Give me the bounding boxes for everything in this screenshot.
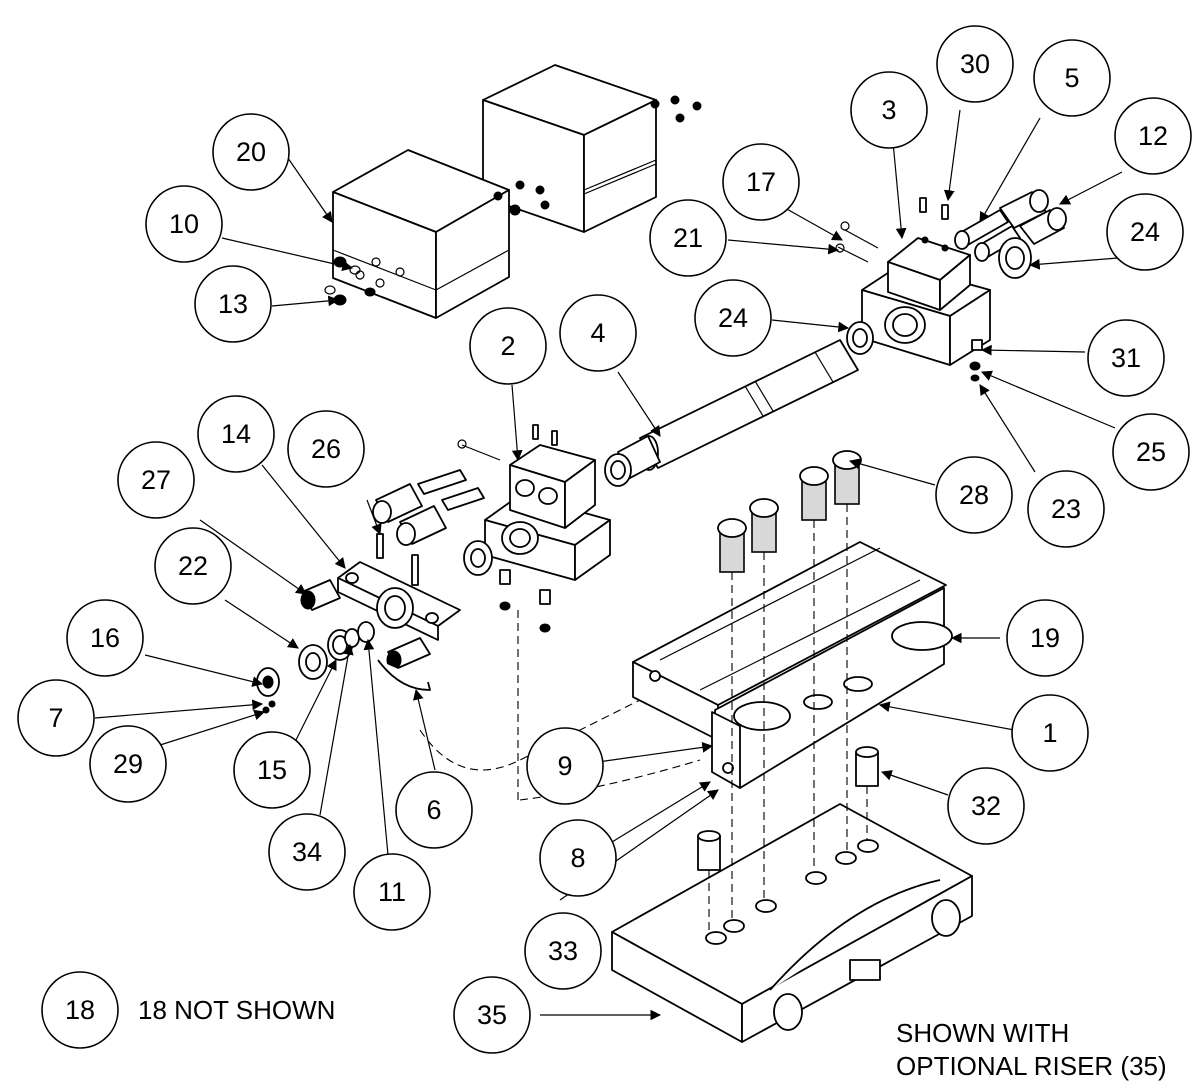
callout-27: 27 <box>117 441 195 519</box>
callout-27-label: 27 <box>141 465 171 495</box>
callout-30-label: 30 <box>960 49 990 79</box>
base-rail <box>632 541 953 789</box>
callout-31: 31 <box>1087 319 1165 397</box>
parts-drawing <box>256 64 1067 1043</box>
bearings-24 <box>846 237 1032 355</box>
bearing-block-left <box>484 424 611 633</box>
callout-29-label: 29 <box>113 749 143 779</box>
callout-33: 33 <box>524 912 602 990</box>
callout-12-label: 12 <box>1138 121 1168 151</box>
callout-16: 16 <box>66 599 144 677</box>
washers-nuts <box>256 621 431 714</box>
callout-16-label: 16 <box>90 623 120 653</box>
callout-8-label: 8 <box>570 843 585 873</box>
callout-bubbles: 1 2 3 4 5 6 7 8 9 10 11 12 13 14 15 16 1… <box>17 25 1192 1054</box>
callout-23: 23 <box>1027 470 1105 548</box>
callout-25: 25 <box>1112 413 1190 491</box>
callout-2: 2 <box>469 307 547 385</box>
callout-10: 10 <box>145 185 223 263</box>
screws-28 <box>717 450 862 573</box>
callout-28: 28 <box>935 456 1013 534</box>
callout-29: 29 <box>89 725 167 803</box>
bolts-left-block <box>372 439 501 576</box>
callout-32-label: 32 <box>971 791 1001 821</box>
callout-35-label: 35 <box>477 1000 507 1030</box>
pins-17-21 <box>835 221 879 263</box>
callout-7: 7 <box>17 679 95 757</box>
callout-24b: 24 <box>694 279 772 357</box>
callout-31-label: 31 <box>1111 343 1141 373</box>
callout-19: 19 <box>1006 599 1084 677</box>
callout-26-label: 26 <box>311 434 341 464</box>
callout-6: 6 <box>395 771 473 849</box>
callout-35: 35 <box>453 976 531 1054</box>
callout-11-label: 11 <box>378 877 406 907</box>
callout-17: 17 <box>722 143 800 221</box>
callout-8: 8 <box>539 819 617 897</box>
callout-17-label: 17 <box>746 167 776 197</box>
callout-21-label: 21 <box>673 223 703 253</box>
callout-34: 34 <box>268 813 346 891</box>
callout-13-label: 13 <box>218 289 248 319</box>
callout-30: 30 <box>936 25 1014 103</box>
callout-12: 12 <box>1114 97 1192 175</box>
callout-21: 21 <box>649 199 727 277</box>
callout-22: 22 <box>154 527 232 605</box>
callout-2-label: 2 <box>500 331 515 361</box>
callout-10-label: 10 <box>169 209 199 239</box>
callout-1-label: 1 <box>1042 718 1057 748</box>
callout-9: 9 <box>526 727 604 805</box>
callout-18: 18 <box>41 971 119 1049</box>
callout-6-label: 6 <box>426 795 441 825</box>
housing-box-front <box>332 149 550 319</box>
callout-1: 1 <box>1011 694 1089 772</box>
note-riser-line2: OPTIONAL RISER (35) <box>896 1051 1167 1081</box>
notes: 18 NOT SHOWN SHOWN WITH OPTIONAL RISER (… <box>138 995 1167 1081</box>
callout-33-label: 33 <box>548 936 578 966</box>
callout-4-label: 4 <box>590 318 605 348</box>
callout-3-label: 3 <box>881 95 896 125</box>
callout-9-label: 9 <box>557 751 572 781</box>
callout-24a: 24 <box>1106 193 1184 271</box>
callout-15: 15 <box>233 731 311 809</box>
callout-26: 26 <box>287 410 365 488</box>
leader-lines <box>94 109 1123 1021</box>
callout-7-label: 7 <box>48 703 63 733</box>
bearing-block-right <box>861 197 991 382</box>
bolts-5-12 <box>954 189 1067 262</box>
callout-25-label: 25 <box>1136 437 1166 467</box>
callout-20-label: 20 <box>236 137 266 167</box>
note-not-shown: 18 NOT SHOWN <box>138 995 335 1025</box>
callout-28-label: 28 <box>959 480 989 510</box>
callout-24b-label: 24 <box>718 303 748 333</box>
bracket <box>300 533 461 670</box>
callout-13: 13 <box>194 265 272 343</box>
note-riser-line1: SHOWN WITH <box>896 1018 1069 1048</box>
callout-34-label: 34 <box>292 837 322 867</box>
dowel-pins <box>697 746 879 871</box>
callout-23-label: 23 <box>1051 494 1081 524</box>
callout-5: 5 <box>1033 39 1111 117</box>
callout-5-label: 5 <box>1064 63 1079 93</box>
assembly-dash-lines <box>419 504 868 930</box>
riser <box>611 803 973 1043</box>
callout-14: 14 <box>197 395 275 473</box>
shaft <box>604 339 859 487</box>
callout-11: 11 <box>353 853 431 931</box>
callout-19-label: 19 <box>1030 623 1060 653</box>
callout-15-label: 15 <box>257 755 287 785</box>
callout-24a-label: 24 <box>1130 217 1160 247</box>
callout-18-label: 18 <box>65 995 95 1025</box>
callout-20: 20 <box>212 113 290 191</box>
callout-32: 32 <box>947 767 1025 845</box>
callout-3: 3 <box>850 71 928 149</box>
callout-22-label: 22 <box>178 551 208 581</box>
callout-14-label: 14 <box>221 419 251 449</box>
callout-4: 4 <box>559 294 637 372</box>
